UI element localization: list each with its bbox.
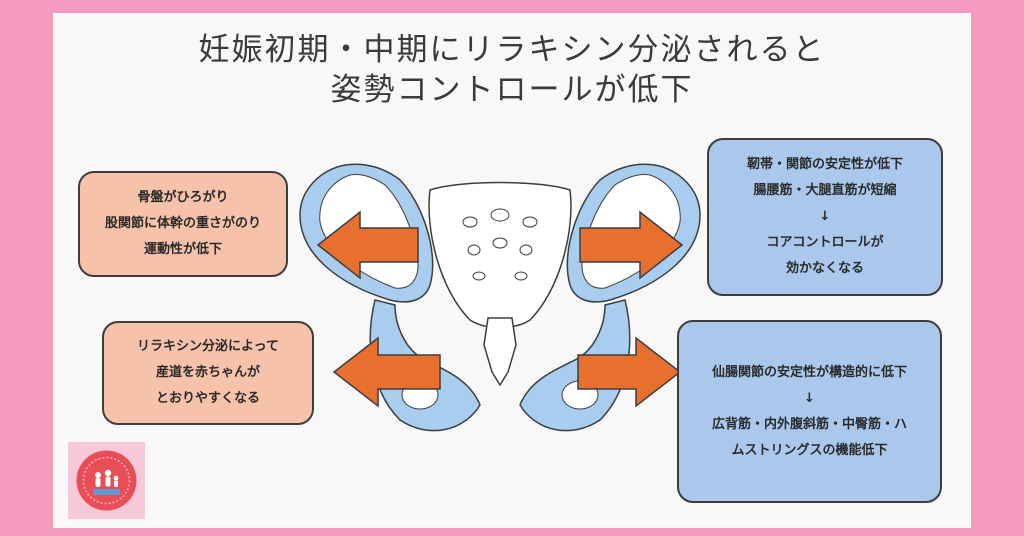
birth-canal-box: リラキシン分泌によって 産道を赤ちゃんが とおりやすくなる [102, 321, 314, 425]
box-line: ムストリングスの機能低下 [731, 442, 888, 458]
hip-mobility-box: 骨盤がひろがり 股関節に体幹の重さがのり 運動性が低下 [78, 171, 288, 277]
family-logo-icon [68, 442, 145, 519]
down-arrow-text: ↓ [804, 390, 815, 406]
box-line: コアコントロールが [766, 235, 884, 250]
box-line: 広背筋・内外腹斜筋・中臀筋・ハ [711, 416, 907, 432]
box-line: 仙腸関節の安定性が構造的に低下 [711, 364, 907, 380]
title-line-2: 姿勢コントロールが低下 [330, 72, 694, 108]
right-arrow-top [579, 210, 684, 280]
coccyx [483, 317, 517, 387]
box-line: 股関節に体幹の重さがのり [104, 216, 261, 231]
page-title: 妊娠初期・中期にリラキシン分泌されると 姿勢コントロールが低下 [0, 30, 1024, 110]
box-line: リラキシン分泌によって [137, 339, 279, 354]
sacrum [428, 181, 572, 329]
box-line: 骨盤がひろがり [137, 190, 229, 205]
core-control-box: 靭帯・関節の安定性が低下 腸腰筋・大腿直筋が短縮 ↓ コアコントロールが 効かな… [707, 138, 943, 296]
box-line: とおりやすくなる [155, 391, 260, 406]
sacroiliac-box: 仙腸関節の安定性が構造的に低下 ↓ 広背筋・内外腹斜筋・中臀筋・ハ ムストリング… [677, 320, 942, 503]
title-line-1: 妊娠初期・中期にリラキシン分泌されると [198, 32, 826, 68]
down-arrow-text: ↓ [819, 209, 831, 224]
left-arrow-top [316, 210, 419, 280]
box-line: 靭帯・関節の安定性が低下 [746, 157, 903, 172]
box-line: 産道を赤ちゃんが [155, 365, 260, 380]
right-arrow-bottom [577, 336, 682, 408]
left-arrow-bottom [332, 336, 441, 408]
box-line: 腸腰筋・大腿直筋が短縮 [753, 183, 897, 198]
box-line: 効かなくなる [785, 261, 864, 276]
box-line: 運動性が低下 [143, 242, 222, 257]
